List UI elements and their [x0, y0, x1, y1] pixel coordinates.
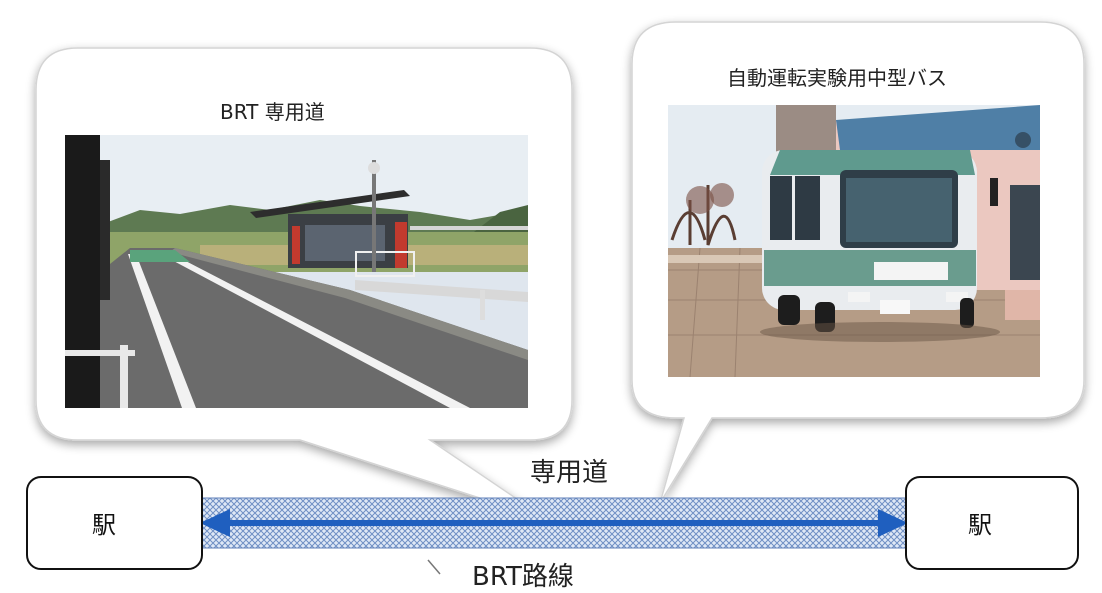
bus-stop-dedicated-road-photo: [65, 135, 528, 408]
brt-route-pointer: [427, 559, 441, 575]
medium-bus-photo: [668, 105, 1040, 377]
station-left-label: 駅: [92, 511, 116, 539]
left-callout-title: BRT 専用道: [220, 100, 325, 124]
right-callout-title: 自動運転実験用中型バス: [727, 66, 947, 90]
station-right-box: [905, 476, 1079, 570]
brt-route-label: BRT路線: [472, 562, 574, 592]
station-left-box: [26, 476, 203, 570]
route-arrow-left-head: [200, 509, 230, 537]
dedicated-road-label: 専用道: [530, 458, 609, 488]
station-right-label: 駅: [968, 511, 992, 539]
route-arrow-right-head: [878, 509, 908, 537]
